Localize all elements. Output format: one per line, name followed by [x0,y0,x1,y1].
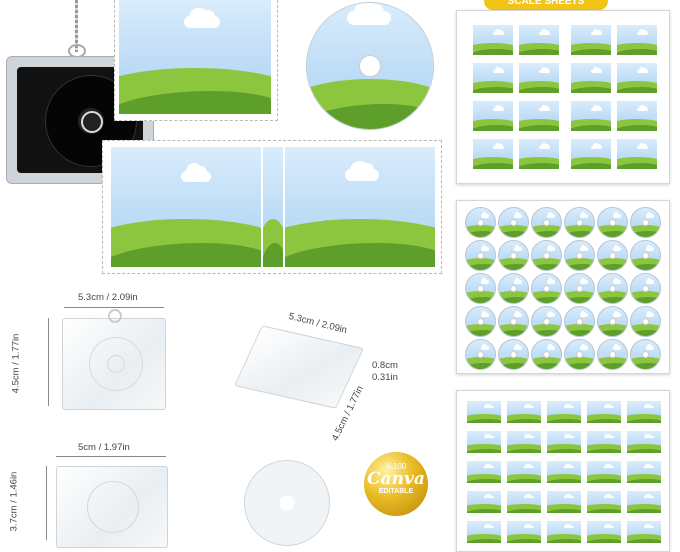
dim-bottom-height: 3.7cm / 1.46in [8,471,20,532]
label-thumbnail [597,306,628,337]
label-thumbnail [617,25,657,55]
label-thumbnail [498,273,529,304]
spine [263,147,283,267]
label-thumbnail [473,101,513,131]
label-thumbnail [564,207,595,238]
label-thumbnail [519,139,559,169]
clear-disc-photo [244,460,330,546]
label-thumbnail [547,491,581,513]
scale-sheet-rectangles [456,10,670,184]
scale-sheet-small-rectangles [456,390,670,552]
label-thumbnail [547,461,581,483]
label-thumbnail [587,491,621,513]
label-thumbnail [571,25,611,55]
label-thumbnail [597,240,628,271]
label-thumbnail [519,25,559,55]
label-thumbnail [571,101,611,131]
label-thumbnail [630,273,661,304]
badge-label: EDITABLE [378,488,414,495]
label-thumbnail [630,306,661,337]
label-thumbnail [597,273,628,304]
label-thumbnail [473,63,513,93]
label-thumbnail [630,240,661,271]
label-thumbnail [473,25,513,55]
chain [75,0,78,52]
label-thumbnail [507,491,541,513]
label-thumbnail [498,306,529,337]
label-thumbnail [531,240,562,271]
label-thumbnail [507,401,541,423]
label-thumbnail [564,240,595,271]
label-thumbnail [627,431,661,453]
scale-sheet-circles [456,200,670,374]
scale-sheets-banner: SCALE SHEETS [484,0,608,10]
label-thumbnail [507,431,541,453]
label-thumbnail [617,63,657,93]
dim-top-width: 5.3cm / 2.09in [78,292,138,303]
label-thumbnail [467,461,501,483]
label-thumbnail [597,339,628,370]
case-front-photo [62,318,166,410]
label-thumbnail [564,339,595,370]
badge-percent: %100 [385,462,407,471]
canva-editable-badge: %100 Canva EDITABLE [364,452,428,516]
label-thumbnail [498,339,529,370]
label-thumbnail [498,240,529,271]
label-thumbnail [630,339,661,370]
label-thumbnail [531,306,562,337]
label-thumbnail [507,461,541,483]
label-thumbnail [465,339,496,370]
label-thumbnail [465,273,496,304]
dim-angled-depth-in: 0.31in [372,372,398,383]
dim-bottom-width: 5cm / 1.97in [78,442,130,453]
label-thumbnail [519,63,559,93]
label-thumbnail [587,461,621,483]
label-thumbnail [498,207,529,238]
label-thumbnail [571,63,611,93]
label-thumbnail [467,431,501,453]
disc-label [306,2,434,130]
dim-angled-depth: 0.8cm [372,360,398,371]
front-cover-template [114,0,278,121]
label-thumbnail [465,306,496,337]
label-thumbnail [564,273,595,304]
label-thumbnail [465,240,496,271]
label-thumbnail [465,207,496,238]
label-thumbnail [467,401,501,423]
label-thumbnail [467,491,501,513]
label-thumbnail [627,401,661,423]
label-thumbnail [587,431,621,453]
case-angled-photo [234,325,364,409]
inside-cover-template [102,140,442,274]
label-thumbnail [571,139,611,169]
label-thumbnail [627,491,661,513]
label-thumbnail [547,401,581,423]
label-thumbnail [587,401,621,423]
dim-top-height: 4.5cm / 1.77in [10,333,22,394]
label-thumbnail [547,431,581,453]
label-thumbnail [617,101,657,131]
label-thumbnail [531,273,562,304]
label-thumbnail [597,207,628,238]
badge-brand: Canva [367,469,425,489]
label-thumbnail [531,207,562,238]
label-thumbnail [617,139,657,169]
label-thumbnail [473,139,513,169]
label-thumbnail [531,339,562,370]
label-thumbnail [630,207,661,238]
label-thumbnail [564,306,595,337]
case-open-photo [56,466,168,548]
label-thumbnail [519,101,559,131]
label-thumbnail [627,461,661,483]
